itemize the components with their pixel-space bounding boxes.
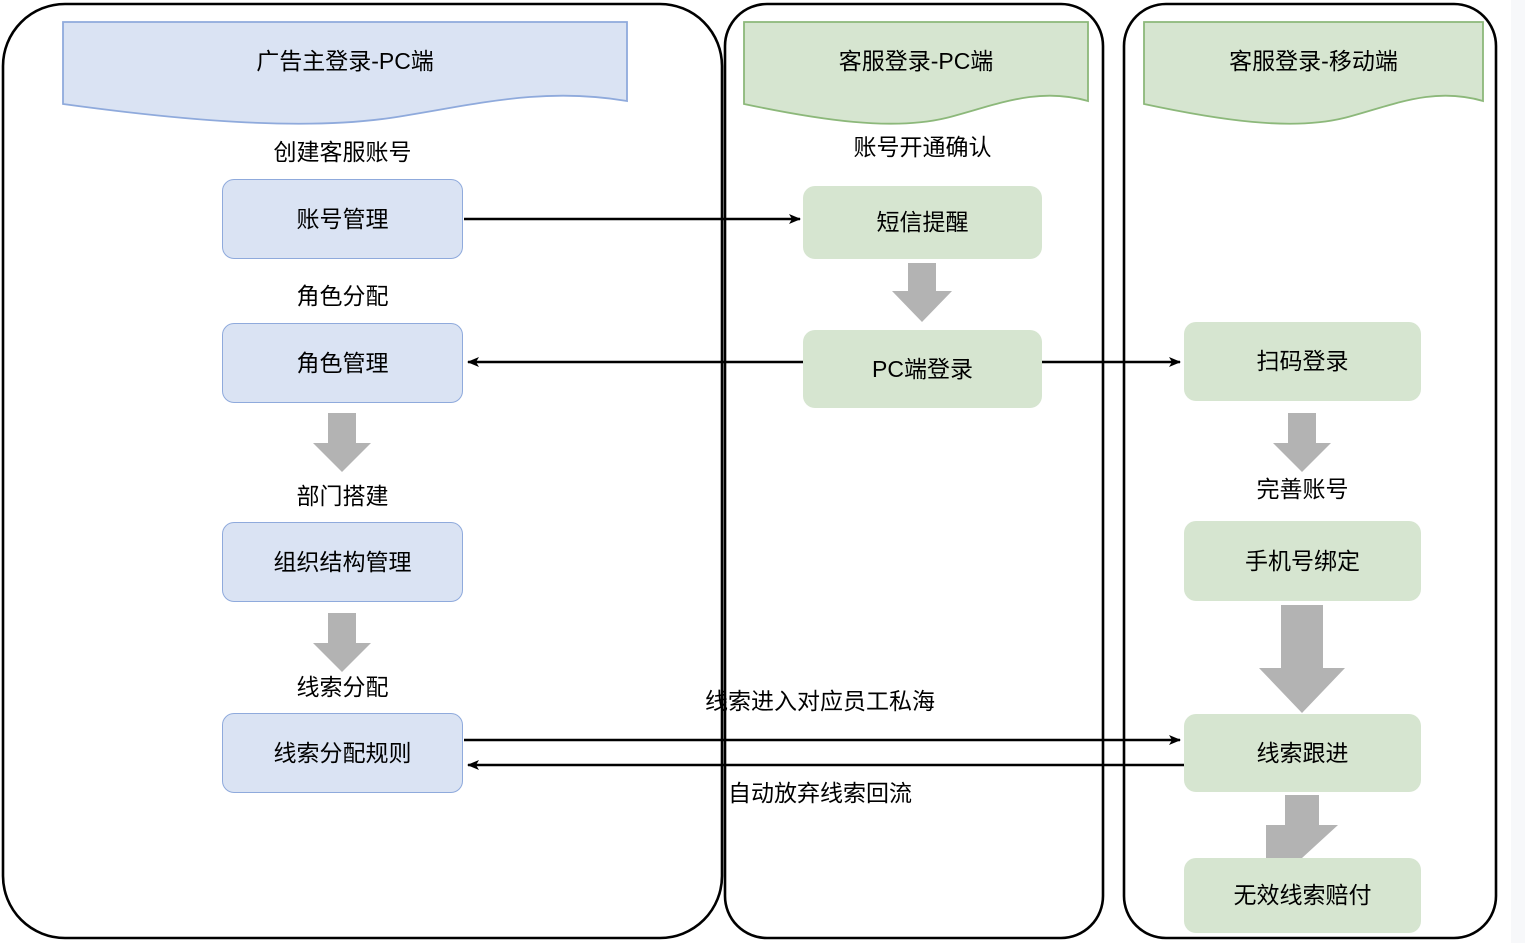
block-arrow-scan-to-phone <box>1273 413 1331 472</box>
node-label: 角色管理 <box>296 349 389 376</box>
node-label: 组织结构管理 <box>273 548 412 575</box>
lane-header-shape-agent-pc <box>743 21 1089 125</box>
lane-container-agent-mobile <box>1122 2 1498 940</box>
step-label-text: 账号开通确认 <box>853 134 992 160</box>
node-label: 短信提醒 <box>876 209 969 236</box>
node-sms-reminder[interactable]: 短信提醒 <box>803 186 1042 259</box>
step-label-role-assignment: 角色分配 <box>222 283 463 311</box>
node-label: 手机号绑定 <box>1245 547 1360 574</box>
block-arrow-phone-to-followup <box>1259 605 1345 713</box>
edge-label-text: 自动放弃线索回流 <box>728 780 912 806</box>
node-label: PC端登录 <box>872 355 973 382</box>
node-lead-followup[interactable]: 线索跟进 <box>1184 714 1421 792</box>
block-arrow-role-to-org <box>313 413 371 472</box>
node-account-management[interactable]: 账号管理 <box>222 179 463 259</box>
edge-label-lead-to-private-sea: 线索进入对应员工私海 <box>620 688 1020 716</box>
step-label-complete-account: 完善账号 <box>1182 476 1423 504</box>
step-label-create-agent-account: 创建客服账号 <box>222 139 463 167</box>
edge-label-auto-abandon-lead-return: 自动放弃线索回流 <box>620 780 1020 808</box>
step-label-text: 部门搭建 <box>296 483 389 509</box>
step-label-text: 线索分配 <box>296 674 389 700</box>
node-label: 线索分配规则 <box>273 739 412 766</box>
lane-header-shape-agent-mobile <box>1143 21 1484 125</box>
step-label-lead-allocation: 线索分配 <box>222 674 463 702</box>
node-label: 账号管理 <box>296 205 389 232</box>
step-label-text: 创建客服账号 <box>273 139 412 165</box>
step-label-text: 角色分配 <box>296 283 389 309</box>
node-lead-allocation-rule[interactable]: 线索分配规则 <box>222 713 463 793</box>
lane-header-shape-advertiser-pc <box>62 21 628 125</box>
block-arrow-org-to-lead-rule <box>313 613 371 672</box>
node-org-structure-management[interactable]: 组织结构管理 <box>222 522 463 602</box>
step-label-account-activation-confirm: 账号开通确认 <box>802 134 1043 162</box>
edge-label-text: 线索进入对应员工私海 <box>705 688 935 714</box>
step-label-department-setup: 部门搭建 <box>222 483 463 511</box>
block-arrow-sms-to-pc-login <box>892 263 952 322</box>
node-label: 扫码登录 <box>1256 348 1349 375</box>
step-label-text: 完善账号 <box>1256 476 1349 502</box>
node-invalid-lead-compensation[interactable]: 无效线索赔付 <box>1184 858 1421 933</box>
node-pc-login[interactable]: PC端登录 <box>803 330 1042 408</box>
block-arrow-followup-to-compensation <box>1266 795 1338 858</box>
node-phone-binding[interactable]: 手机号绑定 <box>1184 521 1421 601</box>
lane-container-advertiser-pc <box>1 2 724 940</box>
node-role-management[interactable]: 角色管理 <box>222 323 463 403</box>
node-label: 线索跟进 <box>1256 739 1349 766</box>
node-label: 无效线索赔付 <box>1233 882 1372 909</box>
node-scan-login[interactable]: 扫码登录 <box>1184 322 1421 401</box>
